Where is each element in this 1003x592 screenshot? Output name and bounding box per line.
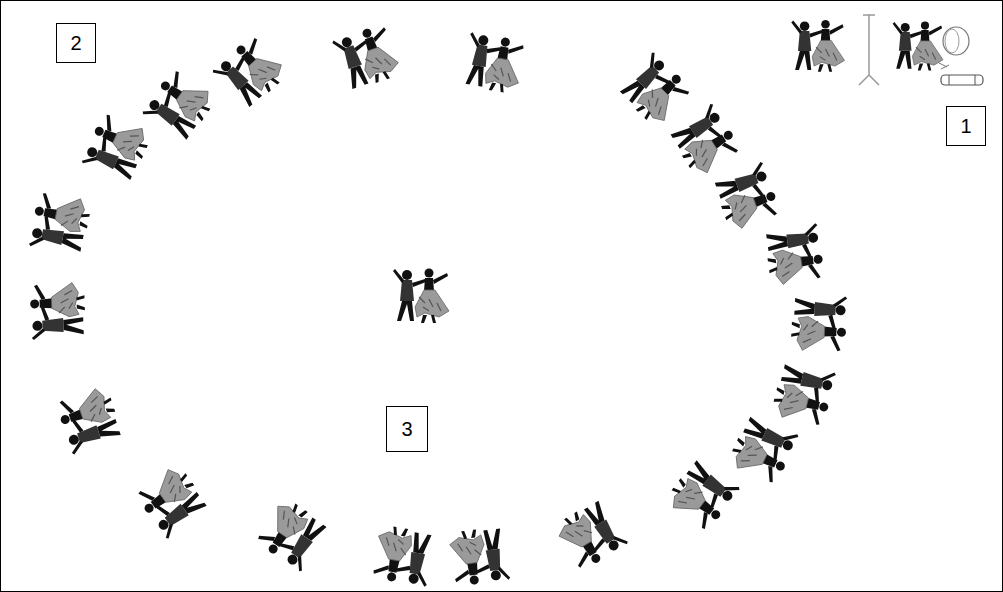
callout-number: 1 <box>960 115 971 137</box>
callout-box: 2 <box>56 23 96 63</box>
dancer-ring <box>28 22 848 587</box>
musicians <box>791 15 983 85</box>
callout-box: 3 <box>386 406 428 452</box>
callout-number: 2 <box>70 32 81 54</box>
callout-box: 1 <box>946 106 986 146</box>
center-couple <box>393 269 449 324</box>
callout-number: 3 <box>401 418 412 440</box>
